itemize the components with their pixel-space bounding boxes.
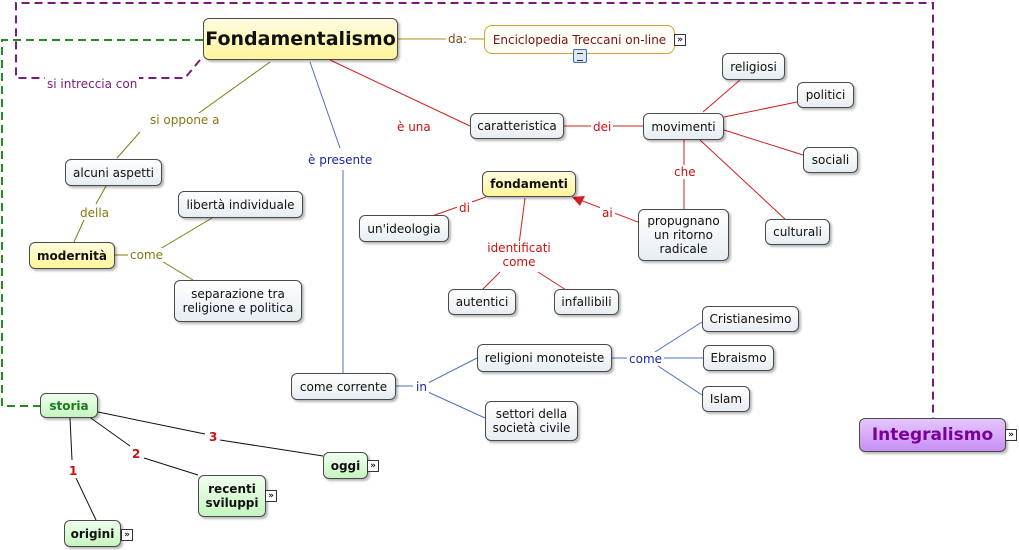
- link-storia: [1, 39, 203, 407]
- expand-icon[interactable]: »: [121, 529, 133, 541]
- link-label-ai: ai: [600, 206, 615, 220]
- node-culturali[interactable]: culturali: [765, 219, 830, 245]
- node-propugnano[interactable]: propugnano un ritorno radicale: [638, 209, 729, 261]
- node-islam-label: Islam: [709, 392, 743, 406]
- node-fondamenti[interactable]: fondamenti: [482, 171, 576, 197]
- node-caratteristica[interactable]: caratteristica: [470, 113, 564, 139]
- link-integralismo: [15, 2, 934, 418]
- node-recenti-sviluppi[interactable]: recenti sviluppi: [198, 475, 266, 517]
- node-oggi[interactable]: oggi: [323, 452, 368, 479]
- node-storia-label: storia: [49, 398, 89, 413]
- node-sociali-label: sociali: [811, 153, 850, 167]
- link-label-2: 2: [131, 447, 142, 461]
- node-politici-label: politici: [805, 88, 846, 102]
- node-autentici-label: autentici: [455, 295, 509, 309]
- link-label-in: in: [414, 380, 429, 394]
- main-concept-node[interactable]: Fondamentalismo: [203, 18, 398, 60]
- node-sociali[interactable]: sociali: [803, 147, 858, 173]
- expand-icon[interactable]: »: [265, 490, 277, 502]
- node-come-corrente[interactable]: come corrente: [291, 373, 396, 400]
- link-label-della: della: [78, 206, 112, 220]
- node-politici[interactable]: politici: [797, 82, 854, 108]
- link-label-3: 3: [208, 430, 219, 444]
- node-separazione[interactable]: separazione tra religione e politica: [174, 280, 302, 322]
- node-ideologia[interactable]: un'ideologia: [359, 215, 449, 242]
- link-label-e-presente: è presente: [306, 153, 375, 167]
- link-label-dei: dei: [591, 120, 614, 134]
- node-ideologia-label: un'ideologia: [367, 221, 441, 236]
- document-icon[interactable]: [573, 49, 587, 63]
- main-title: Fondamentalismo: [205, 28, 396, 50]
- node-alcuni-aspetti-label: alcuni aspetti: [73, 165, 154, 180]
- node-fondamenti-label: fondamenti: [490, 177, 568, 191]
- node-movimenti[interactable]: movimenti: [643, 113, 724, 140]
- node-alcuni-aspetti[interactable]: alcuni aspetti: [65, 159, 162, 186]
- node-liberta[interactable]: libertà individuale: [178, 191, 303, 218]
- node-storia[interactable]: storia: [40, 393, 98, 418]
- link-label-si-oppone-a: si oppone a: [148, 113, 222, 127]
- node-religiosi[interactable]: religiosi: [722, 53, 785, 80]
- node-caratteristica-label: caratteristica: [477, 119, 557, 133]
- link-label-identificati-come: identificati come: [484, 241, 554, 269]
- expand-icon[interactable]: »: [367, 460, 379, 472]
- node-integralismo[interactable]: Integralismo: [859, 418, 1006, 452]
- link-label-1: 1: [68, 464, 79, 478]
- link-label-come-religioni: come: [627, 352, 665, 366]
- link-label-come-modernita: come: [128, 248, 166, 262]
- node-autentici[interactable]: autentici: [448, 289, 516, 315]
- node-religioni-monoteiste-label: religioni monoteiste: [484, 351, 605, 365]
- node-cristianesimo-label: Cristianesimo: [709, 312, 792, 326]
- link-label-e-una: è una: [395, 120, 433, 134]
- node-movimenti-label: movimenti: [651, 119, 716, 134]
- node-recenti-sviluppi-label: recenti sviluppi: [205, 482, 259, 510]
- node-separazione-label: separazione tra religione e politica: [182, 287, 294, 315]
- node-religioni-monoteiste[interactable]: religioni monoteiste: [477, 344, 612, 372]
- link-label-di: di: [457, 201, 472, 215]
- resource-treccani-label: Enciclopedia Treccani on-line: [492, 32, 667, 47]
- node-settori[interactable]: settori della società civile: [485, 401, 578, 441]
- node-liberta-label: libertà individuale: [186, 197, 295, 212]
- link-label-che: che: [672, 165, 698, 179]
- expand-icon[interactable]: »: [1005, 429, 1017, 441]
- link-label-si-intreccia-con: si intreccia con: [45, 77, 140, 91]
- node-infallibili-label: infallibili: [561, 295, 612, 309]
- node-cristianesimo[interactable]: Cristianesimo: [702, 306, 799, 332]
- node-propugnano-label: propugnano un ritorno radicale: [647, 214, 720, 256]
- expand-icon[interactable]: »: [674, 34, 686, 46]
- node-ebraismo[interactable]: Ebraismo: [703, 345, 774, 371]
- node-origini-label: origini: [70, 526, 115, 541]
- node-integralismo-label: Integralismo: [871, 425, 994, 445]
- node-ebraismo-label: Ebraismo: [710, 351, 767, 365]
- node-come-corrente-label: come corrente: [299, 379, 388, 394]
- node-modernita-label: modernità: [37, 248, 107, 263]
- node-oggi-label: oggi: [330, 458, 361, 473]
- node-islam[interactable]: Islam: [702, 386, 750, 412]
- node-modernita[interactable]: modernità: [29, 242, 115, 269]
- link-label-da: da:: [446, 32, 470, 46]
- node-infallibili[interactable]: infallibili: [554, 289, 619, 315]
- node-culturali-label: culturali: [773, 225, 822, 239]
- node-origini[interactable]: origini: [64, 520, 121, 547]
- node-settori-label: settori della società civile: [492, 407, 571, 435]
- node-religiosi-label: religiosi: [730, 59, 777, 74]
